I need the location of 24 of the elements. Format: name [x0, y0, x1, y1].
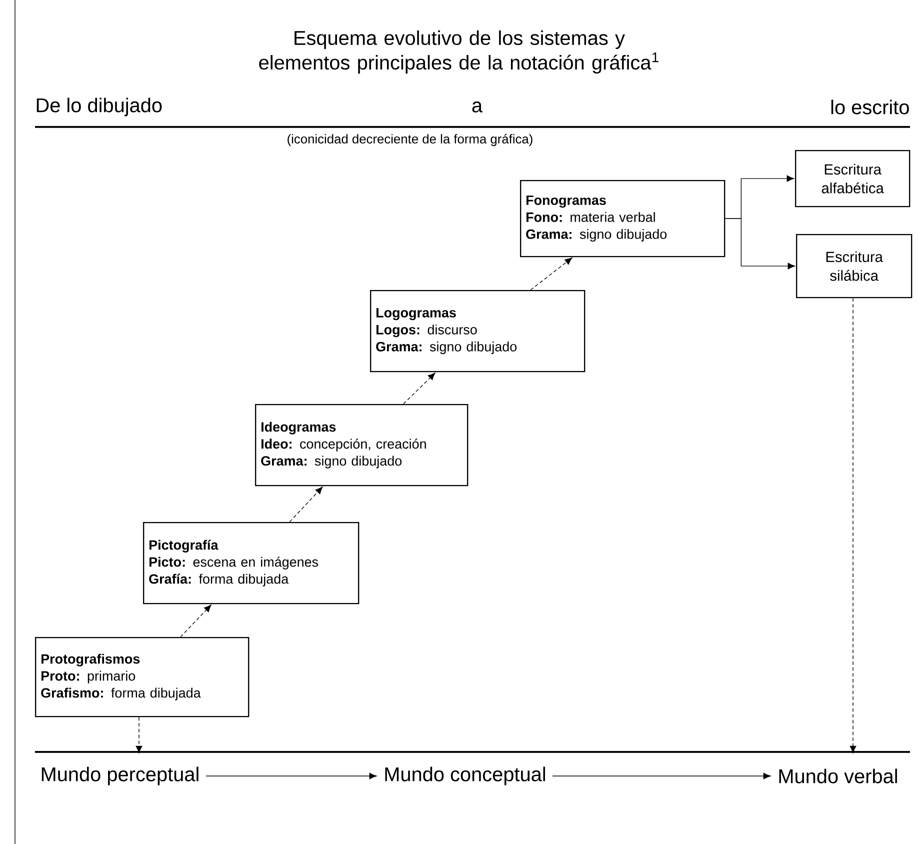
arrow — [724, 218, 796, 270]
stage-box: Ideogramas Ideo: concepción, creación Grama: signo dibujado — [255, 404, 468, 486]
world-label: Mundo verbal — [779, 768, 897, 784]
scale-label: a — [472, 102, 483, 112]
title: Esquema evolutivo de los sistemas y elementos principales de la notación gráfica$^{1}$ — [259, 30, 658, 74]
note: (iconicidad decreciente de la forma gráfica) — [288, 134, 532, 146]
writing-box: Escritura alfabética — [795, 150, 910, 208]
arrow — [850, 298, 856, 754]
arrow — [180, 604, 212, 638]
stage-box: Pictografía Picto: escena en imágenes Grafía: forma dibujada — [143, 522, 360, 604]
world-label: Mundo conceptual — [385, 766, 545, 786]
scale-label: lo escrito — [831, 100, 909, 114]
arrow — [205, 772, 377, 780]
stage-box: Protografismos Proto: primario Grafismo: forma dibujada — [35, 637, 250, 718]
arrow — [552, 772, 771, 780]
stage-box: Logogramas Logos: discurso Grama: signo dibujado — [370, 290, 586, 372]
arrow — [530, 258, 572, 290]
arrow — [136, 716, 142, 754]
arrow — [403, 372, 436, 404]
scale-label: De lo dibujado — [36, 98, 162, 116]
arrow — [289, 486, 323, 522]
world-label: Mundo perceptual — [42, 766, 198, 786]
writing-box: Escritura silábica — [796, 234, 912, 298]
stage-box: Fonogramas Fono: materia verbal Grama: signo dibujado — [520, 180, 726, 258]
